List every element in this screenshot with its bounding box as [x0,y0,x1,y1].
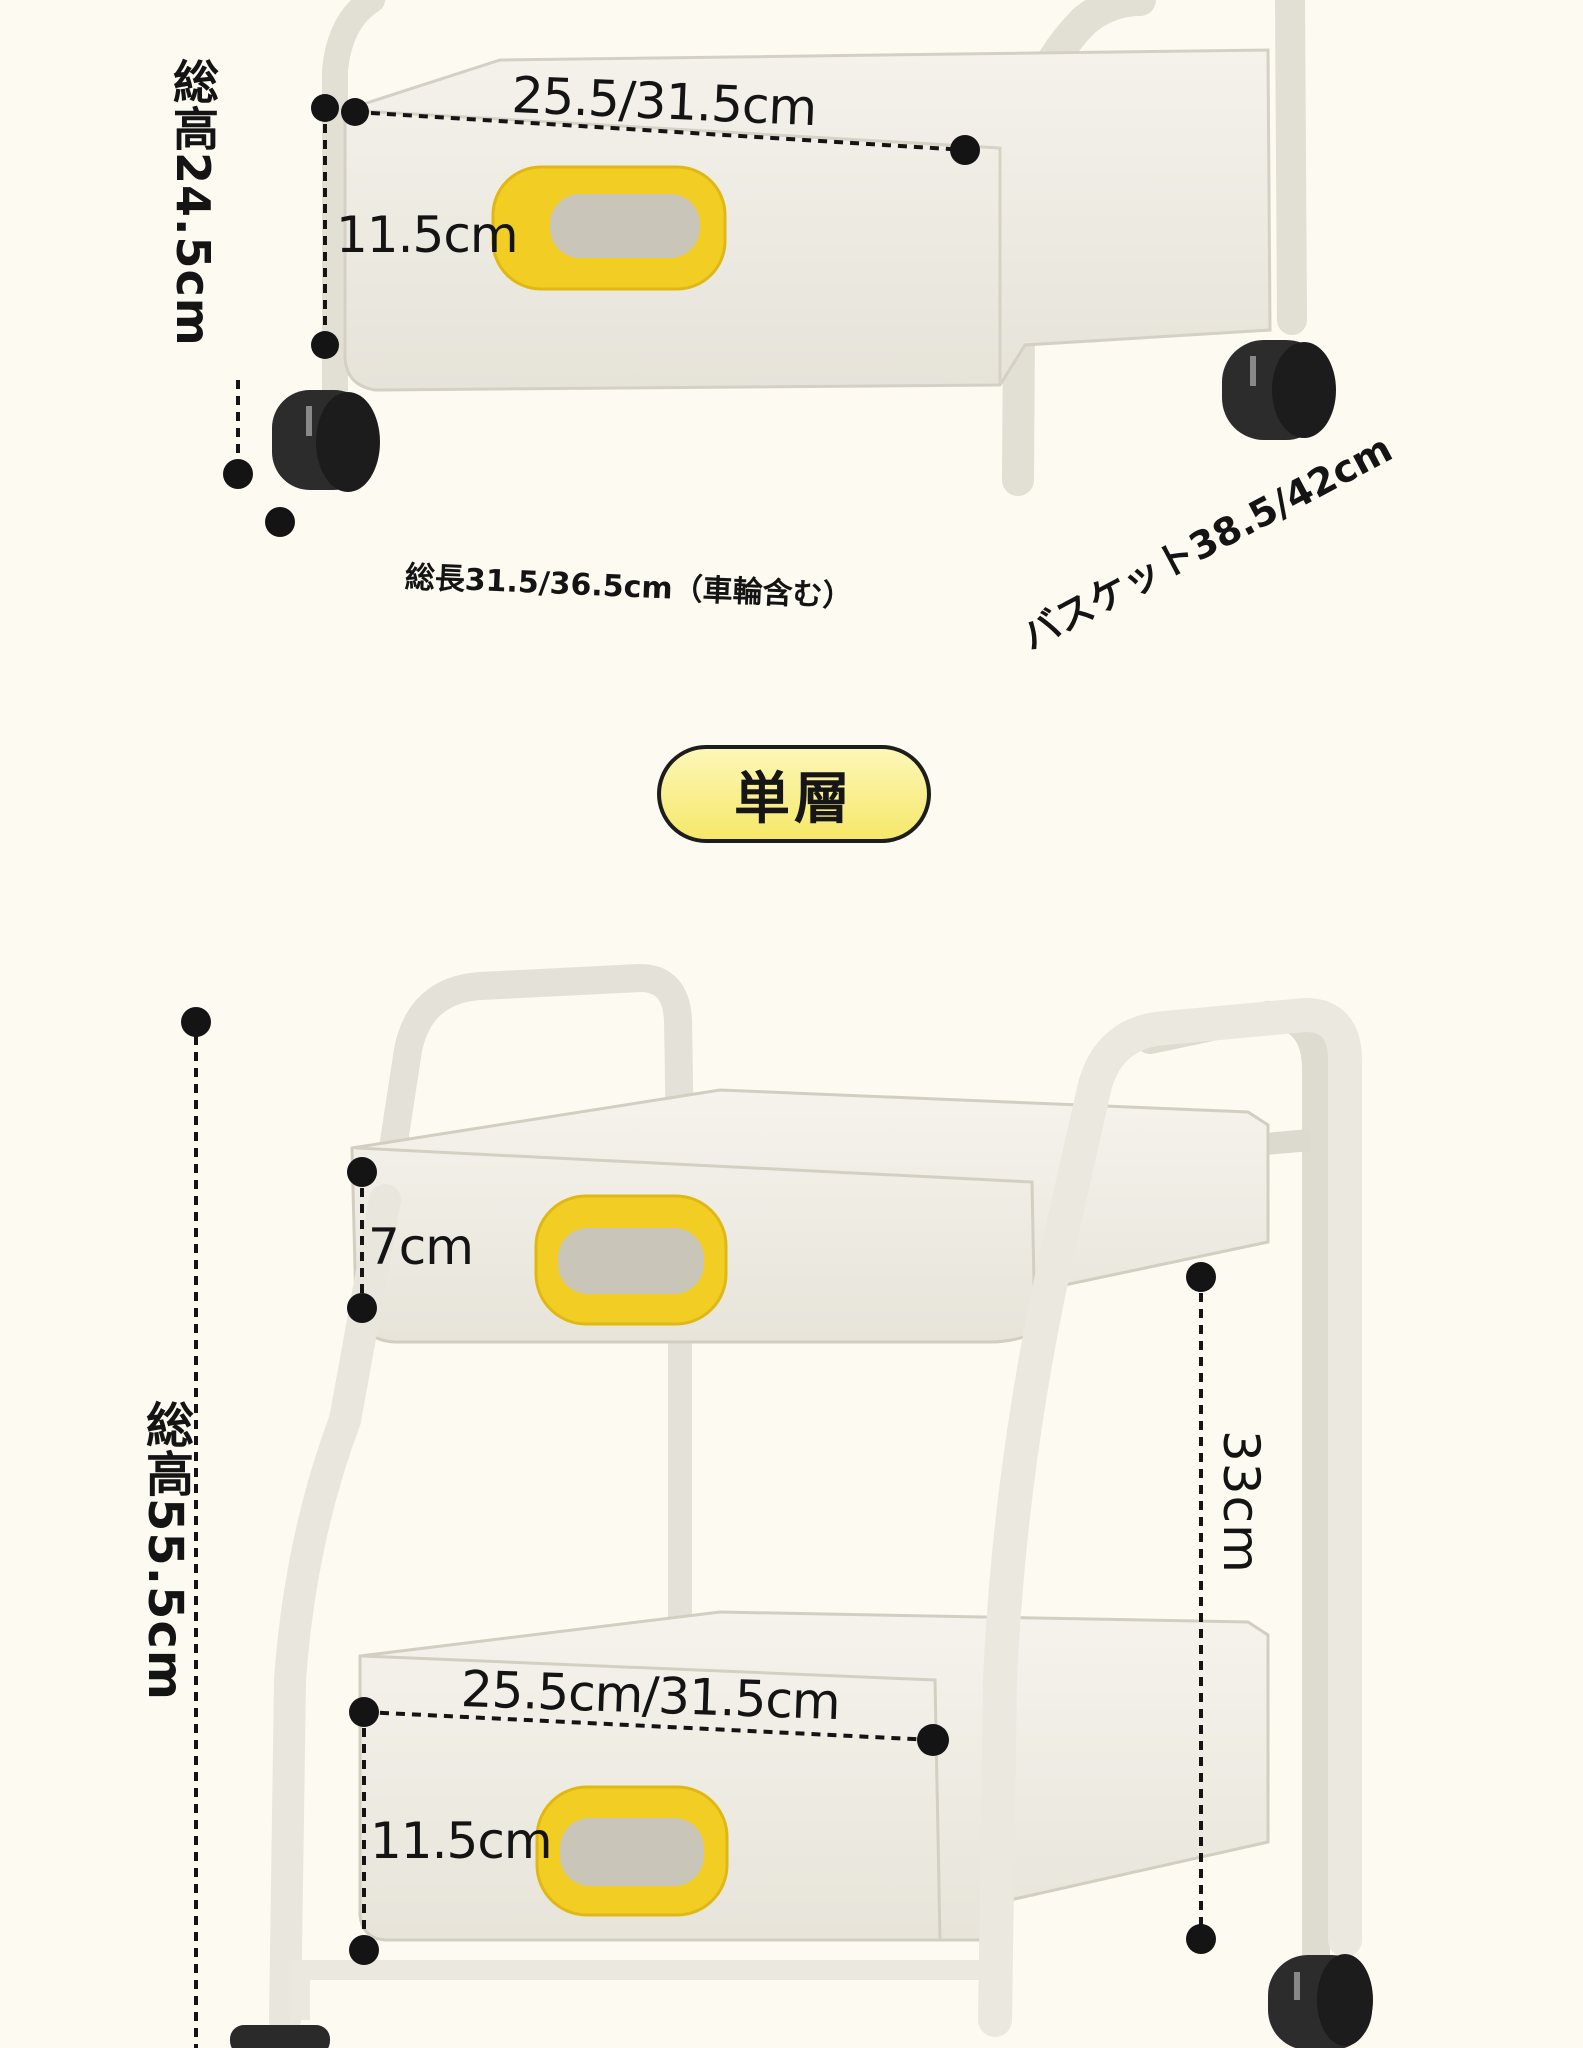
bottom-cart-wheel-front-right [1268,1954,1373,2048]
section-badge: 単層 [657,745,931,843]
top-cart-wheel-left [272,390,380,492]
bottom-top-basket-depth-label: 7cm [368,1218,474,1276]
bottom-cart-illustration [181,963,1373,2048]
bottom-cart-frame-rear-left [371,963,694,1214]
top-cart-frame-rear [1275,0,1307,335]
top-dimension-dots [223,94,980,537]
bottom-cart-top-basket [350,1088,1270,1344]
top-cart-frame-left [322,0,385,403]
top-cart-wheel-right [1222,340,1336,440]
section-badge-label: 単層 [734,766,854,832]
bottom-dimension-dots [181,1007,1216,1965]
bottom-cart-bottom-rail [290,1960,1000,2020]
top-cart-basket [343,48,1272,392]
bottom-cart-frame-front-left [269,1184,401,2036]
bottom-total-height-label: 総高55.5cm [137,1400,193,1701]
bottom-cart-frame-front-right [978,997,1362,2037]
top-cart-illustration [223,0,1336,537]
top-dimension-lines [236,108,966,470]
bottom-cart-wheel-front-left [230,2025,330,2048]
bottom-dimension-lines [194,1020,1203,2048]
bottom-basket-depth-label: 11.5cm [370,1812,553,1870]
bottom-shelf-gap-label: 33cm [1212,1430,1270,1574]
top-total-height-label: 総高24.5cm [166,58,220,347]
top-basket-depth-label: 11.5cm [336,206,519,264]
